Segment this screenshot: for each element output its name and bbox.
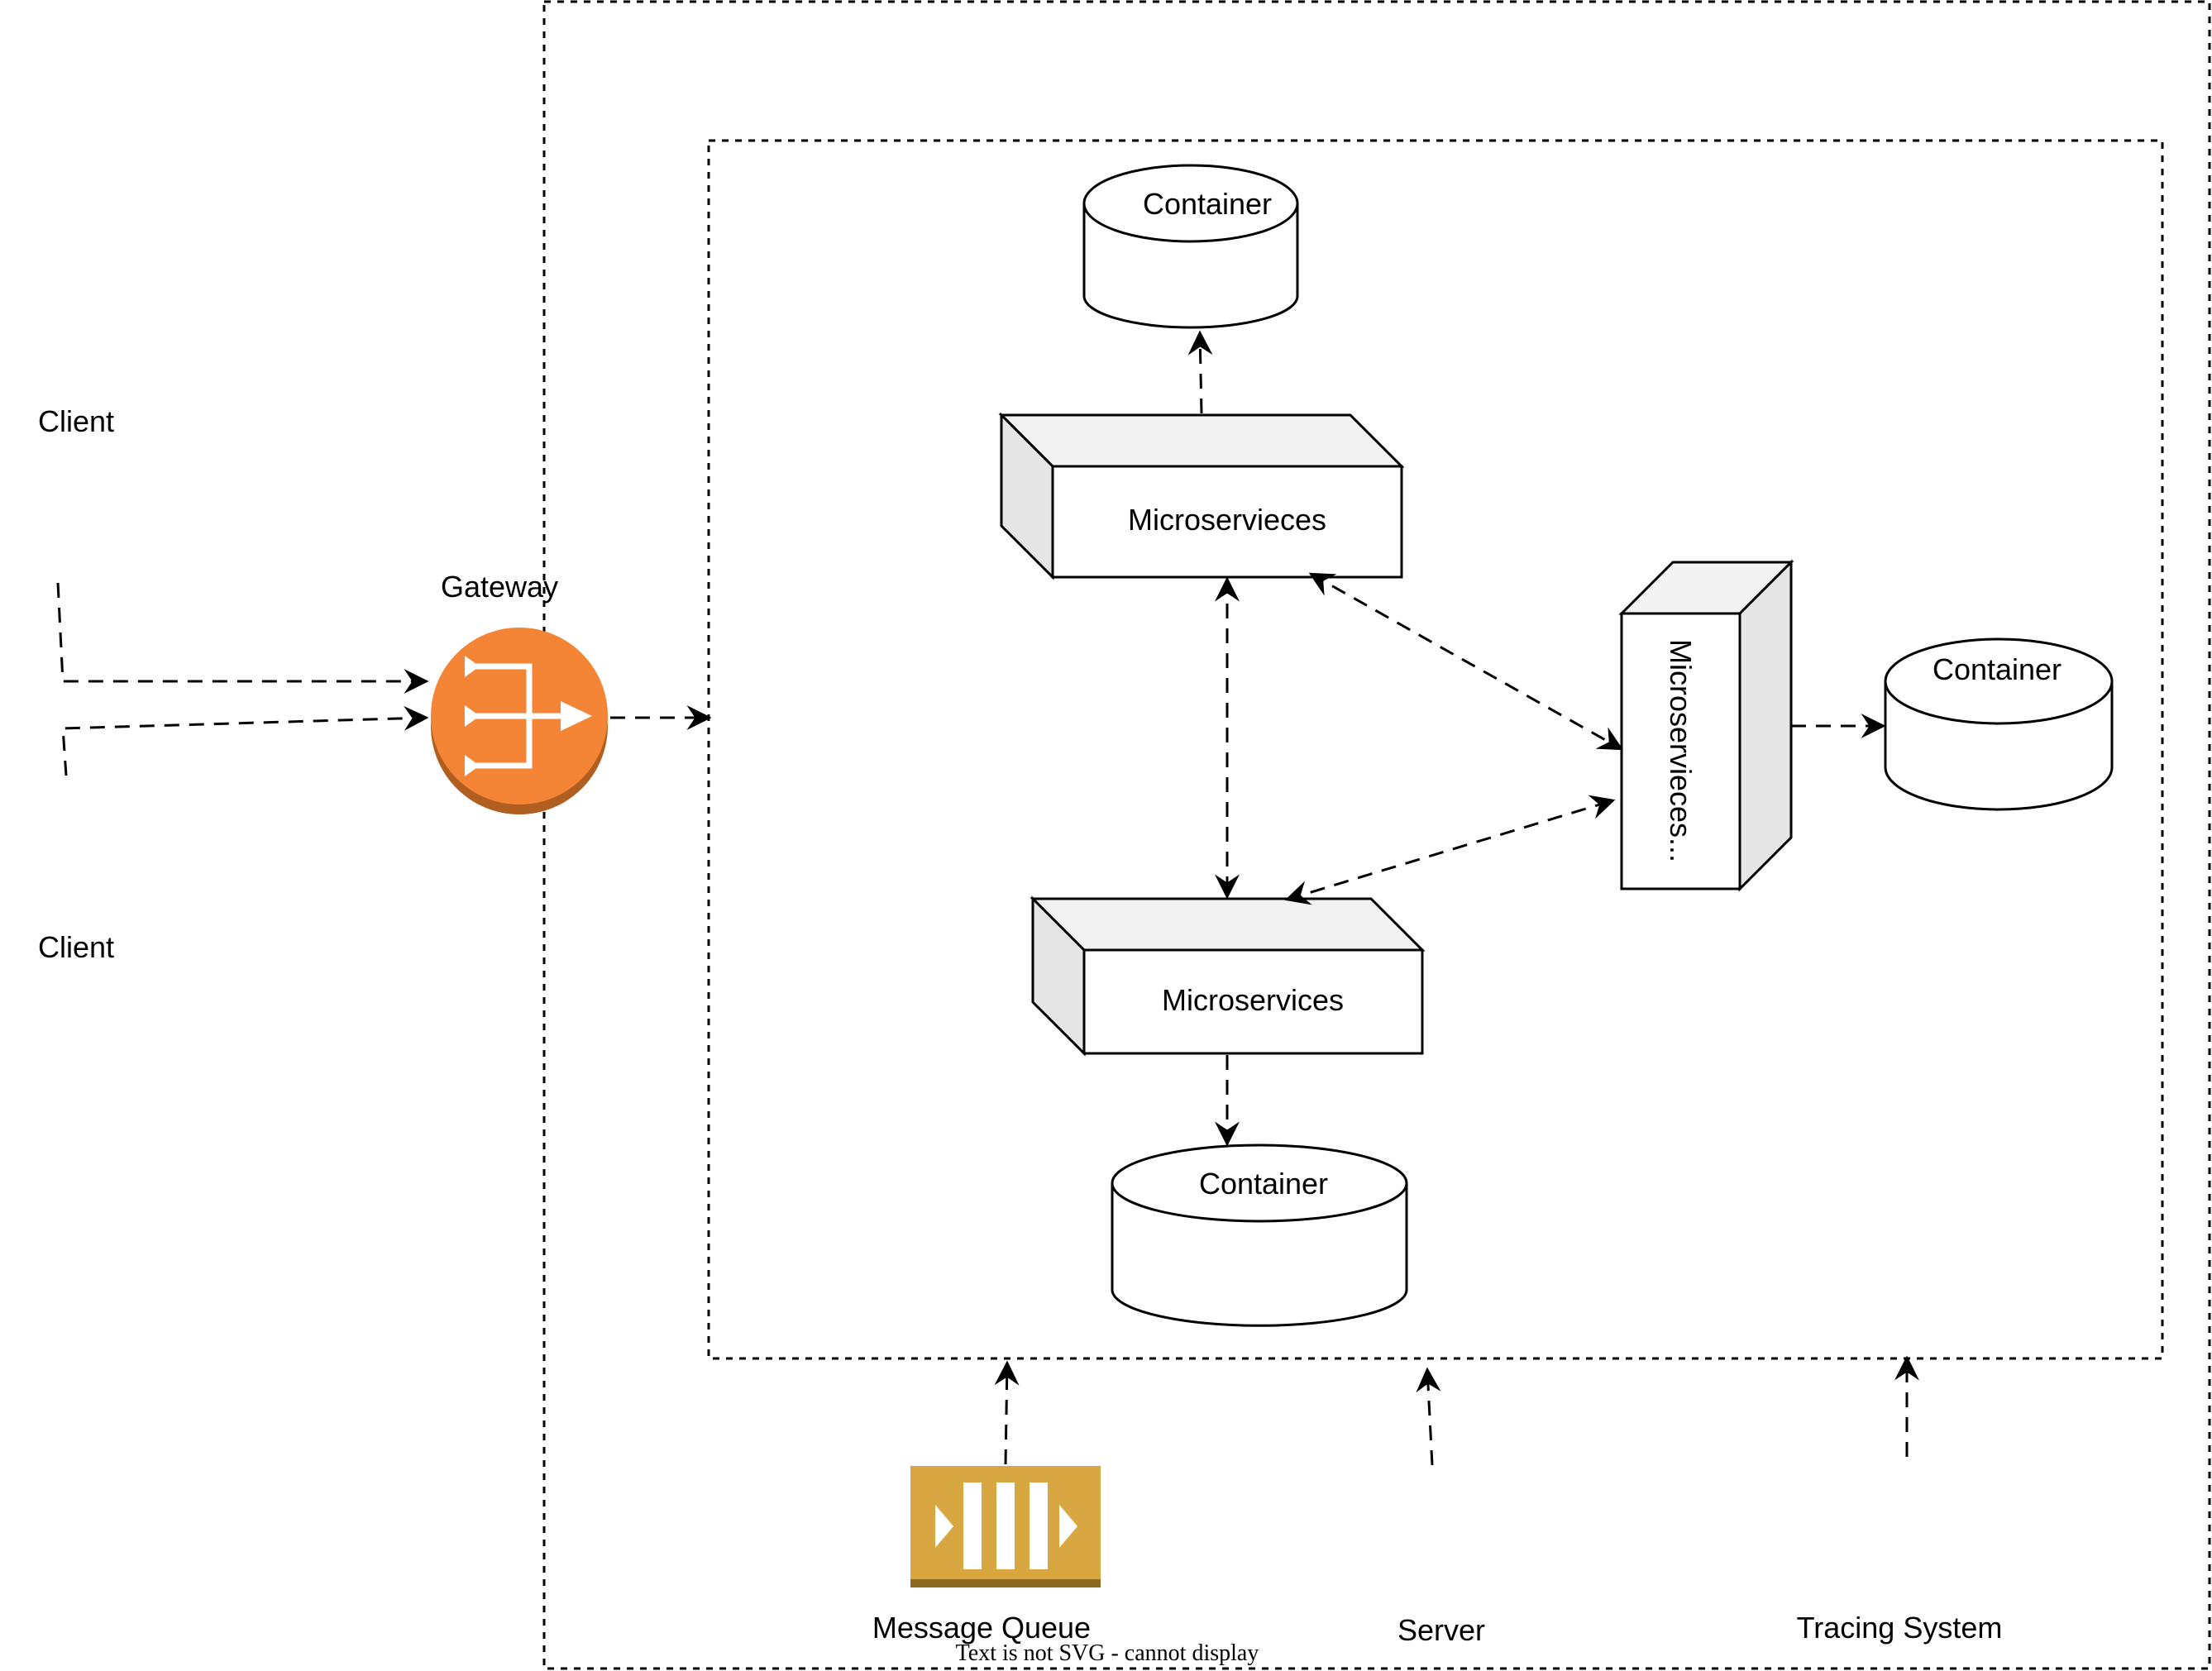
container-bottom [1111,1143,1408,1327]
client-label-top: Client [38,404,114,438]
container-top-label: Container [1143,187,1272,221]
gateway-icon [431,628,608,814]
microservice-right [1618,559,1794,892]
top-micro-to-right-micro-arrow [1308,572,1624,751]
message-queue-label: Message Queue [872,1611,1091,1645]
container-top [1082,164,1299,329]
microservice-top-label: Microservieces [1128,503,1326,537]
message-queue-icon [910,1466,1101,1587]
container-bottom-label: Container [1199,1167,1328,1201]
gateway-label: Gateway [441,570,558,604]
server-boundary [542,0,2211,1670]
bottom-micro-to-right-micro-arrow [1284,795,1616,905]
client-label-bottom: Client [38,930,114,964]
container-right [1884,637,2114,811]
microservice-right-label: Microservieces... [1664,639,1698,862]
client-connector-bottom [61,705,429,776]
server-label: Server [1397,1613,1485,1647]
client-connector-top [56,582,429,694]
microservice-bottom-label: Microservices [1162,983,1344,1017]
tracing-system-label: Tracing System [1797,1611,2003,1645]
microservice-top [998,412,1405,580]
server-arrow [1416,1367,1441,1466]
fallback-notice: Text is not SVG - cannot display [956,1640,1259,1666]
container-right-label: Container [1933,652,2062,686]
message-queue-arrow [994,1360,1020,1465]
microservice-bottom [1030,895,1426,1057]
top-micro-to-container-arrow [1187,330,1213,414]
